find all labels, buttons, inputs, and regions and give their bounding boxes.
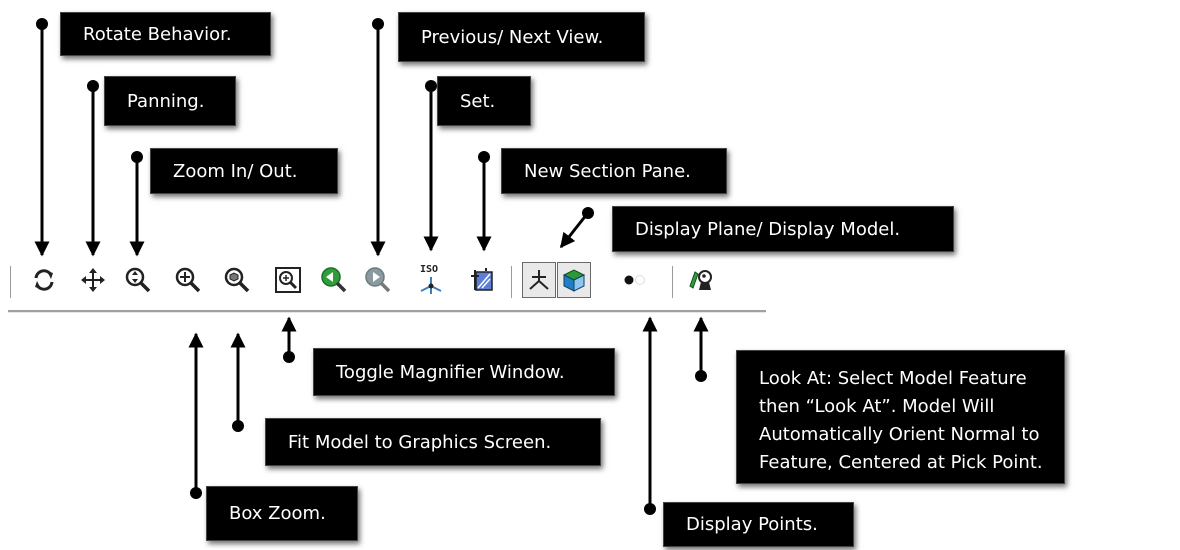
callout-text: Look At: Select Model Feature then “Look… — [759, 368, 1043, 473]
pan-icon — [81, 268, 105, 292]
callout-display-points: Display Points. — [663, 502, 854, 547]
callout-look-at: Look At: Select Model Feature then “Look… — [736, 350, 1065, 484]
callout-set: Set. — [437, 76, 531, 126]
box-zoom-icon — [175, 267, 201, 293]
display-plane-button[interactable] — [522, 262, 556, 298]
callout-text: Toggle Magnifier Window. — [336, 361, 565, 383]
box-zoom-button[interactable] — [172, 262, 204, 298]
display-model-button[interactable] — [557, 262, 591, 298]
previous-view-button[interactable] — [318, 262, 350, 298]
callout-text: Set. — [460, 90, 496, 112]
display-model-icon — [562, 269, 586, 292]
callout-previous-next-view: Previous/ Next View. — [398, 12, 645, 62]
callout-text: Rotate Behavior. — [83, 23, 232, 45]
callout-text: Previous/ Next View. — [421, 26, 604, 48]
leader-display-plane — [559, 213, 589, 249]
fit-model-icon — [224, 267, 250, 293]
display-points-icon — [624, 275, 645, 285]
callout-zoom-in-out: Zoom In/ Out. — [150, 148, 338, 194]
zoom-in-out-icon — [125, 267, 151, 293]
callout-text: Display Plane/ Display Model. — [635, 218, 901, 240]
toolbar-separator — [511, 266, 512, 298]
rotate-icon — [34, 269, 54, 291]
next-view-icon — [365, 267, 391, 293]
iso-set-icon: ISO — [416, 264, 446, 296]
toolbar-bottom-border — [8, 310, 766, 312]
callout-toggle-magnifier: Toggle Magnifier Window. — [313, 348, 615, 396]
callout-rotate-behavior: Rotate Behavior. — [60, 12, 271, 56]
new-section-pane-icon — [471, 268, 493, 291]
iso-label: ISO — [420, 264, 439, 275]
magnifier-button[interactable] — [272, 262, 304, 298]
callout-text: Fit Model to Graphics Screen. — [288, 431, 552, 453]
look-at-button[interactable] — [685, 262, 717, 298]
new-section-pane-button[interactable] — [466, 262, 498, 298]
pan-button[interactable] — [77, 262, 109, 298]
display-plane-icon — [529, 270, 549, 290]
callout-display-plane-model: Display Plane/ Display Model. — [612, 206, 954, 252]
display-points-button[interactable] — [618, 262, 650, 298]
toolbar-separator — [672, 266, 673, 298]
callout-fit-model: Fit Model to Graphics Screen. — [265, 418, 601, 466]
callout-text: Display Points. — [686, 514, 818, 535]
toolbar-bottom-highlight — [8, 312, 766, 313]
callout-text: Box Zoom. — [229, 503, 326, 524]
callout-text: Zoom In/ Out. — [173, 160, 298, 182]
previous-view-icon — [321, 267, 347, 293]
rotate-button[interactable] — [28, 262, 60, 298]
callout-text: New Section Pane. — [524, 160, 691, 182]
callout-box-zoom: Box Zoom. — [206, 486, 358, 541]
callout-text: Panning. — [127, 90, 205, 112]
zoom-in-out-button[interactable] — [122, 262, 154, 298]
fit-model-button[interactable] — [221, 262, 253, 298]
callout-new-section-pane: New Section Pane. — [501, 148, 727, 194]
callout-panning: Panning. — [104, 76, 236, 126]
toolbar-separator — [10, 266, 11, 298]
iso-set-button[interactable]: ISO — [415, 262, 447, 298]
magnifier-icon — [275, 267, 301, 293]
next-view-button[interactable] — [362, 262, 394, 298]
look-at-icon — [689, 270, 712, 290]
